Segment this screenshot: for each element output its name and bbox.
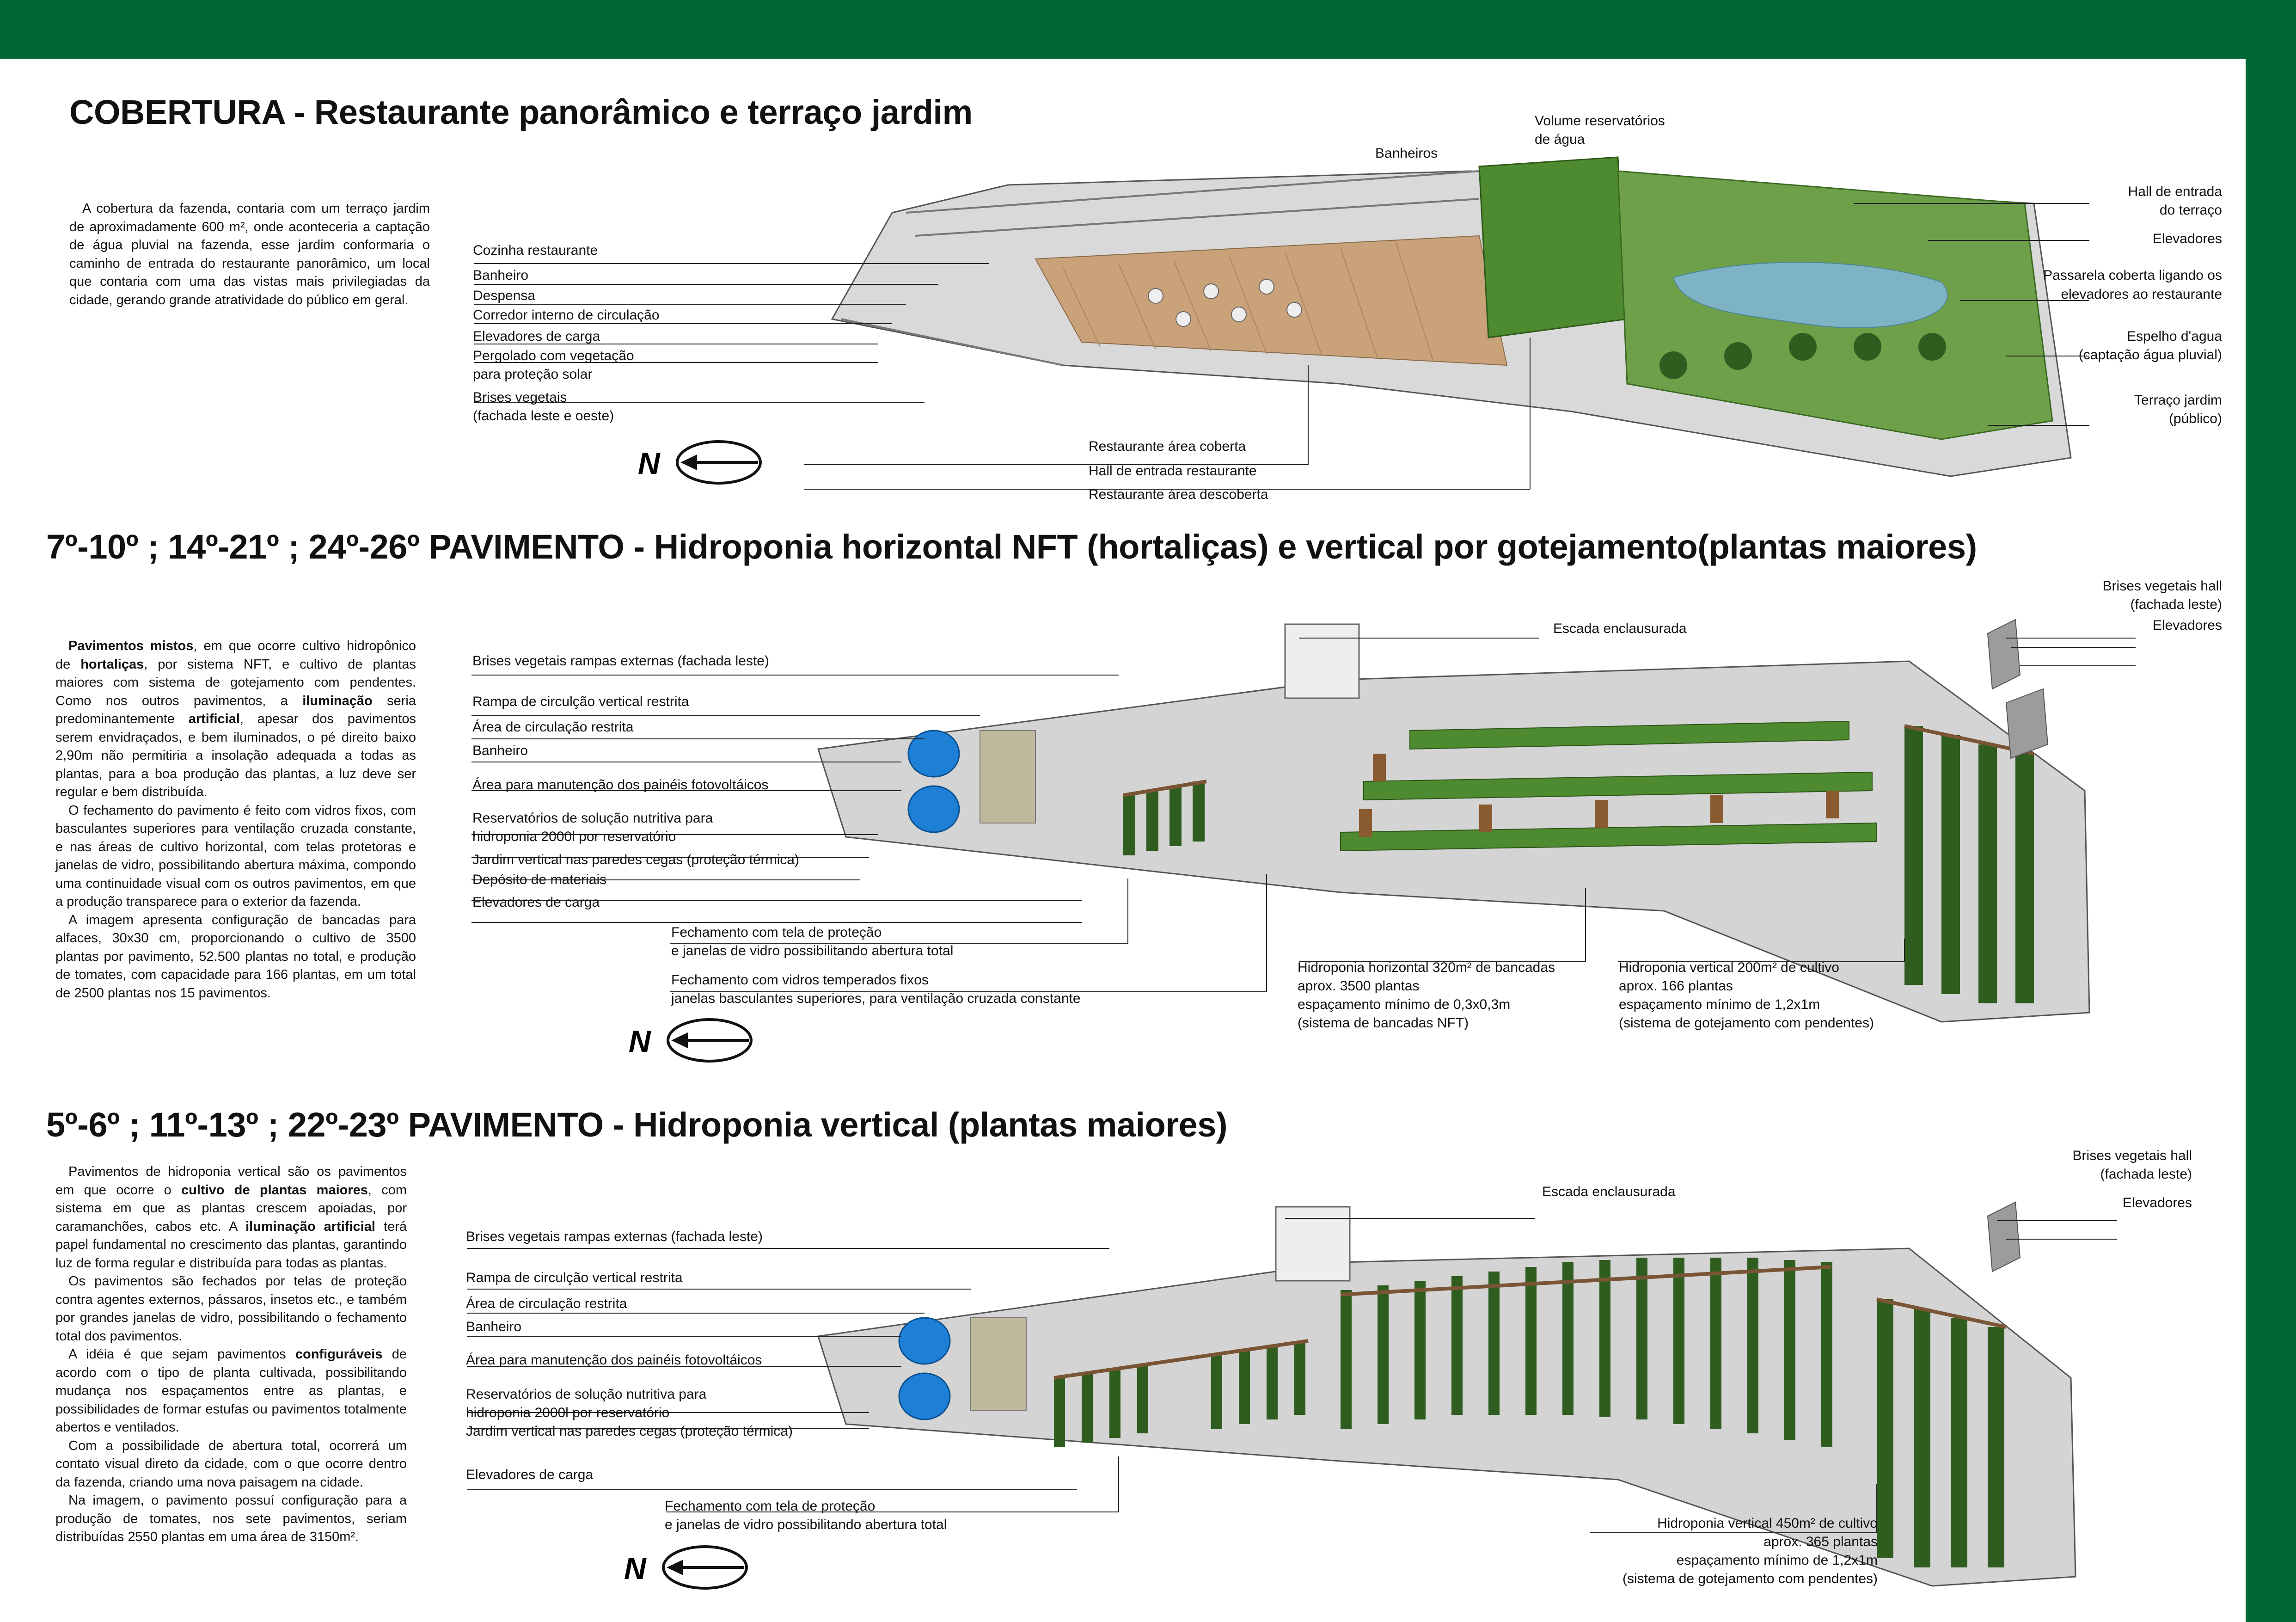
label-passarela-2: elevadores ao restaurante (2061, 287, 2222, 302)
label-vert-2: aprox. 365 plantas (1763, 1534, 1878, 1549)
label-pergolado: Pergolado com vegetação (473, 348, 634, 363)
label-despensa: Despensa (473, 288, 536, 303)
north-letter: N (624, 1551, 647, 1585)
label-brises-hall: Brises vegetais hall (2102, 578, 2222, 594)
label-rampa: Rampa de circulção vertical restrita (466, 1270, 683, 1285)
label-vert-4: (sistema de gotejamento com pendentes) (1619, 1015, 1874, 1031)
label-elevadores-carga: Elevadores de carga (472, 895, 600, 910)
label-nft-3: espaçamento mínimo de 0,3x0,3m (1298, 997, 1511, 1012)
label-area-circulacao: Área de circulação restrita (466, 1296, 627, 1311)
label-pergolado-2: para proteção solar (473, 367, 593, 382)
paragraph: Os pavimentos são fechados por telas de … (55, 1274, 407, 1344)
label-elevadores-carga: Elevadores de carga (473, 329, 600, 344)
text-vertical: Pavimentos de hidroponia vertical são os… (55, 1163, 407, 1547)
label-banheiro: Banheiro (473, 268, 529, 283)
label-hall-restaurante: Hall de entrada restaurante (1089, 463, 1257, 479)
label-jardim-vertical: Jardim vertical nas paredes cegas (prote… (472, 852, 799, 867)
section-title-cobertura: COBERTURA - Restaurante panorâmico e ter… (69, 93, 973, 131)
label-elevadores-carga: Elevadores de carga (466, 1467, 594, 1482)
paragraph: Pavimentos mistos, em que ocorre cultivo… (55, 639, 416, 799)
paragraph: Na imagem, o pavimento possuí configuraç… (55, 1493, 407, 1544)
drawing-cobertura (474, 156, 2089, 513)
label-volume-reservatorios: Volume reservatórios (1535, 113, 1665, 129)
section-title-vertical: 5º-6º ; 11º-13º ; 22º-23º PAVIMENTO - Hi… (46, 1106, 1228, 1144)
label-brises-hall: Brises vegetais hall (2072, 1148, 2192, 1163)
drawing-misto (471, 619, 2136, 1023)
north-arrow-icon: N (638, 440, 762, 485)
label-espelho: Espelho d'agua (2127, 329, 2222, 344)
label-reservatorios-2: hidroponia 2000l por reservatório (466, 1405, 670, 1420)
label-fechamento-vidro-2: janelas basculantes superiores, para ven… (671, 991, 1081, 1006)
label-cozinha: Cozinha restaurante (473, 243, 598, 258)
label-area-descoberta: Restaurante área descoberta (1089, 487, 1268, 502)
paragraph: Pavimentos de hidroponia vertical são os… (55, 1164, 407, 1271)
label-area-manutencao: Área para manutenção dos painéis fotovol… (472, 777, 769, 793)
label-escada: Escada enclausurada (1542, 1184, 1676, 1199)
label-nft-1: Hidroponia horizontal 320m² de bancadas (1298, 960, 1555, 975)
label-hall-terraco: Hall de entrada (2128, 184, 2222, 199)
label-rampa: Rampa de circulção vertical restrita (472, 694, 689, 709)
label-terraco: Terraço jardim (2134, 393, 2222, 408)
label-brises-2: (fachada leste e oeste) (473, 408, 614, 424)
label-espelho-2: (captação água pluvial) (2078, 347, 2222, 362)
label-elevadores: Elevadores (2122, 1195, 2192, 1210)
label-brises: Brises vegetais (473, 390, 567, 405)
label-hall-terraco-2: do terraço (2159, 203, 2222, 218)
label-area-coberta: Restaurante área coberta (1089, 439, 1246, 454)
label-reservatorios-2: hidroponia 2000l por reservatório (472, 829, 676, 844)
label-volume-reservatorios-2: de água (1535, 132, 1585, 147)
label-jardim-vertical: Jardim vertical nas paredes cegas (prote… (466, 1424, 793, 1439)
label-reservatorios: Reservatórios de solução nutritiva para (466, 1387, 707, 1402)
label-deposito: Depósito de materiais (472, 872, 607, 887)
text-cobertura: A cobertura da fazenda, contaria com um … (69, 200, 430, 309)
label-banheiro: Banheiro (466, 1319, 522, 1334)
label-terraco-2: (público) (2168, 411, 2222, 426)
label-fechamento-tela: Fechamento com tela de proteção (665, 1499, 876, 1514)
label-vert-3: espaçamento mínimo de 1,2x1m (1676, 1553, 1878, 1568)
label-fechamento-tela-2: e janelas de vidro possibilitando abertu… (665, 1517, 947, 1532)
north-letter: N (638, 446, 661, 480)
paragraph: O fechamento do pavimento é feito com vi… (55, 803, 416, 909)
text-misto: Pavimentos mistos, em que ocorre cultivo… (55, 637, 416, 1002)
label-passarela: Passarela coberta ligando os (2043, 268, 2222, 283)
label-banheiro: Banheiro (472, 743, 528, 758)
drawing-vertical (467, 1201, 2117, 1587)
label-reservatorios: Reservatórios de solução nutritiva para (472, 811, 713, 826)
label-vert-2: aprox. 166 plantas (1619, 978, 1733, 994)
label-escada: Escada enclausurada (1553, 621, 1687, 636)
label-area-manutencao: Área para manutenção dos painéis fotovol… (466, 1352, 762, 1368)
label-nft-2: aprox. 3500 plantas (1298, 978, 1420, 994)
label-vert-1: Hidroponia vertical 450m² de cultivo (1657, 1516, 1878, 1531)
label-elevadores: Elevadores (2152, 231, 2222, 246)
label-fechamento-tela-2: e janelas de vidro possibilitando abertu… (671, 943, 954, 958)
label-brises-hall-2: (fachada leste) (2130, 597, 2222, 612)
label-nft-4: (sistema de bancadas NFT) (1298, 1015, 1469, 1031)
top-brand-bar (0, 0, 2296, 59)
paragraph: A idéia é que sejam pavimentos configurá… (55, 1347, 407, 1435)
paragraph: A cobertura da fazenda, contaria com um … (69, 201, 430, 307)
paragraph: Com a possibilidade de abertura total, o… (55, 1438, 407, 1490)
north-letter: N (629, 1024, 651, 1058)
label-vert-4: (sistema de gotejamento com pendentes) (1623, 1571, 1878, 1586)
label-brises-rampas: Brises vegetais rampas externas (fachada… (466, 1229, 763, 1244)
label-fechamento-tela: Fechamento com tela de proteção (671, 925, 882, 940)
label-brises-rampas: Brises vegetais rampas externas (fachada… (472, 653, 769, 669)
label-elevadores: Elevadores (2152, 618, 2222, 633)
north-arrow-icon: N (629, 1018, 753, 1063)
label-banheiros: Banheiros (1375, 146, 1438, 161)
section-title-misto: 7º-10º ; 14º-21º ; 24º-26º PAVIMENTO - H… (46, 528, 1977, 566)
label-corredor: Corredor interno de circulação (473, 307, 660, 323)
label-vert-1: Hidroponia vertical 200m² de cultivo (1619, 960, 1839, 975)
label-fechamento-vidro: Fechamento com vidros temperados fixos (671, 972, 929, 988)
north-arrow-icon: N (624, 1545, 748, 1590)
label-area-circulacao: Área de circulação restrita (472, 719, 634, 735)
right-brand-bar (2246, 0, 2296, 1622)
label-brises-hall-2: (fachada leste) (2100, 1167, 2192, 1182)
paragraph: A imagem apresenta configuração de banca… (55, 912, 416, 1001)
label-vert-3: espaçamento mínimo de 1,2x1m (1619, 997, 1820, 1012)
